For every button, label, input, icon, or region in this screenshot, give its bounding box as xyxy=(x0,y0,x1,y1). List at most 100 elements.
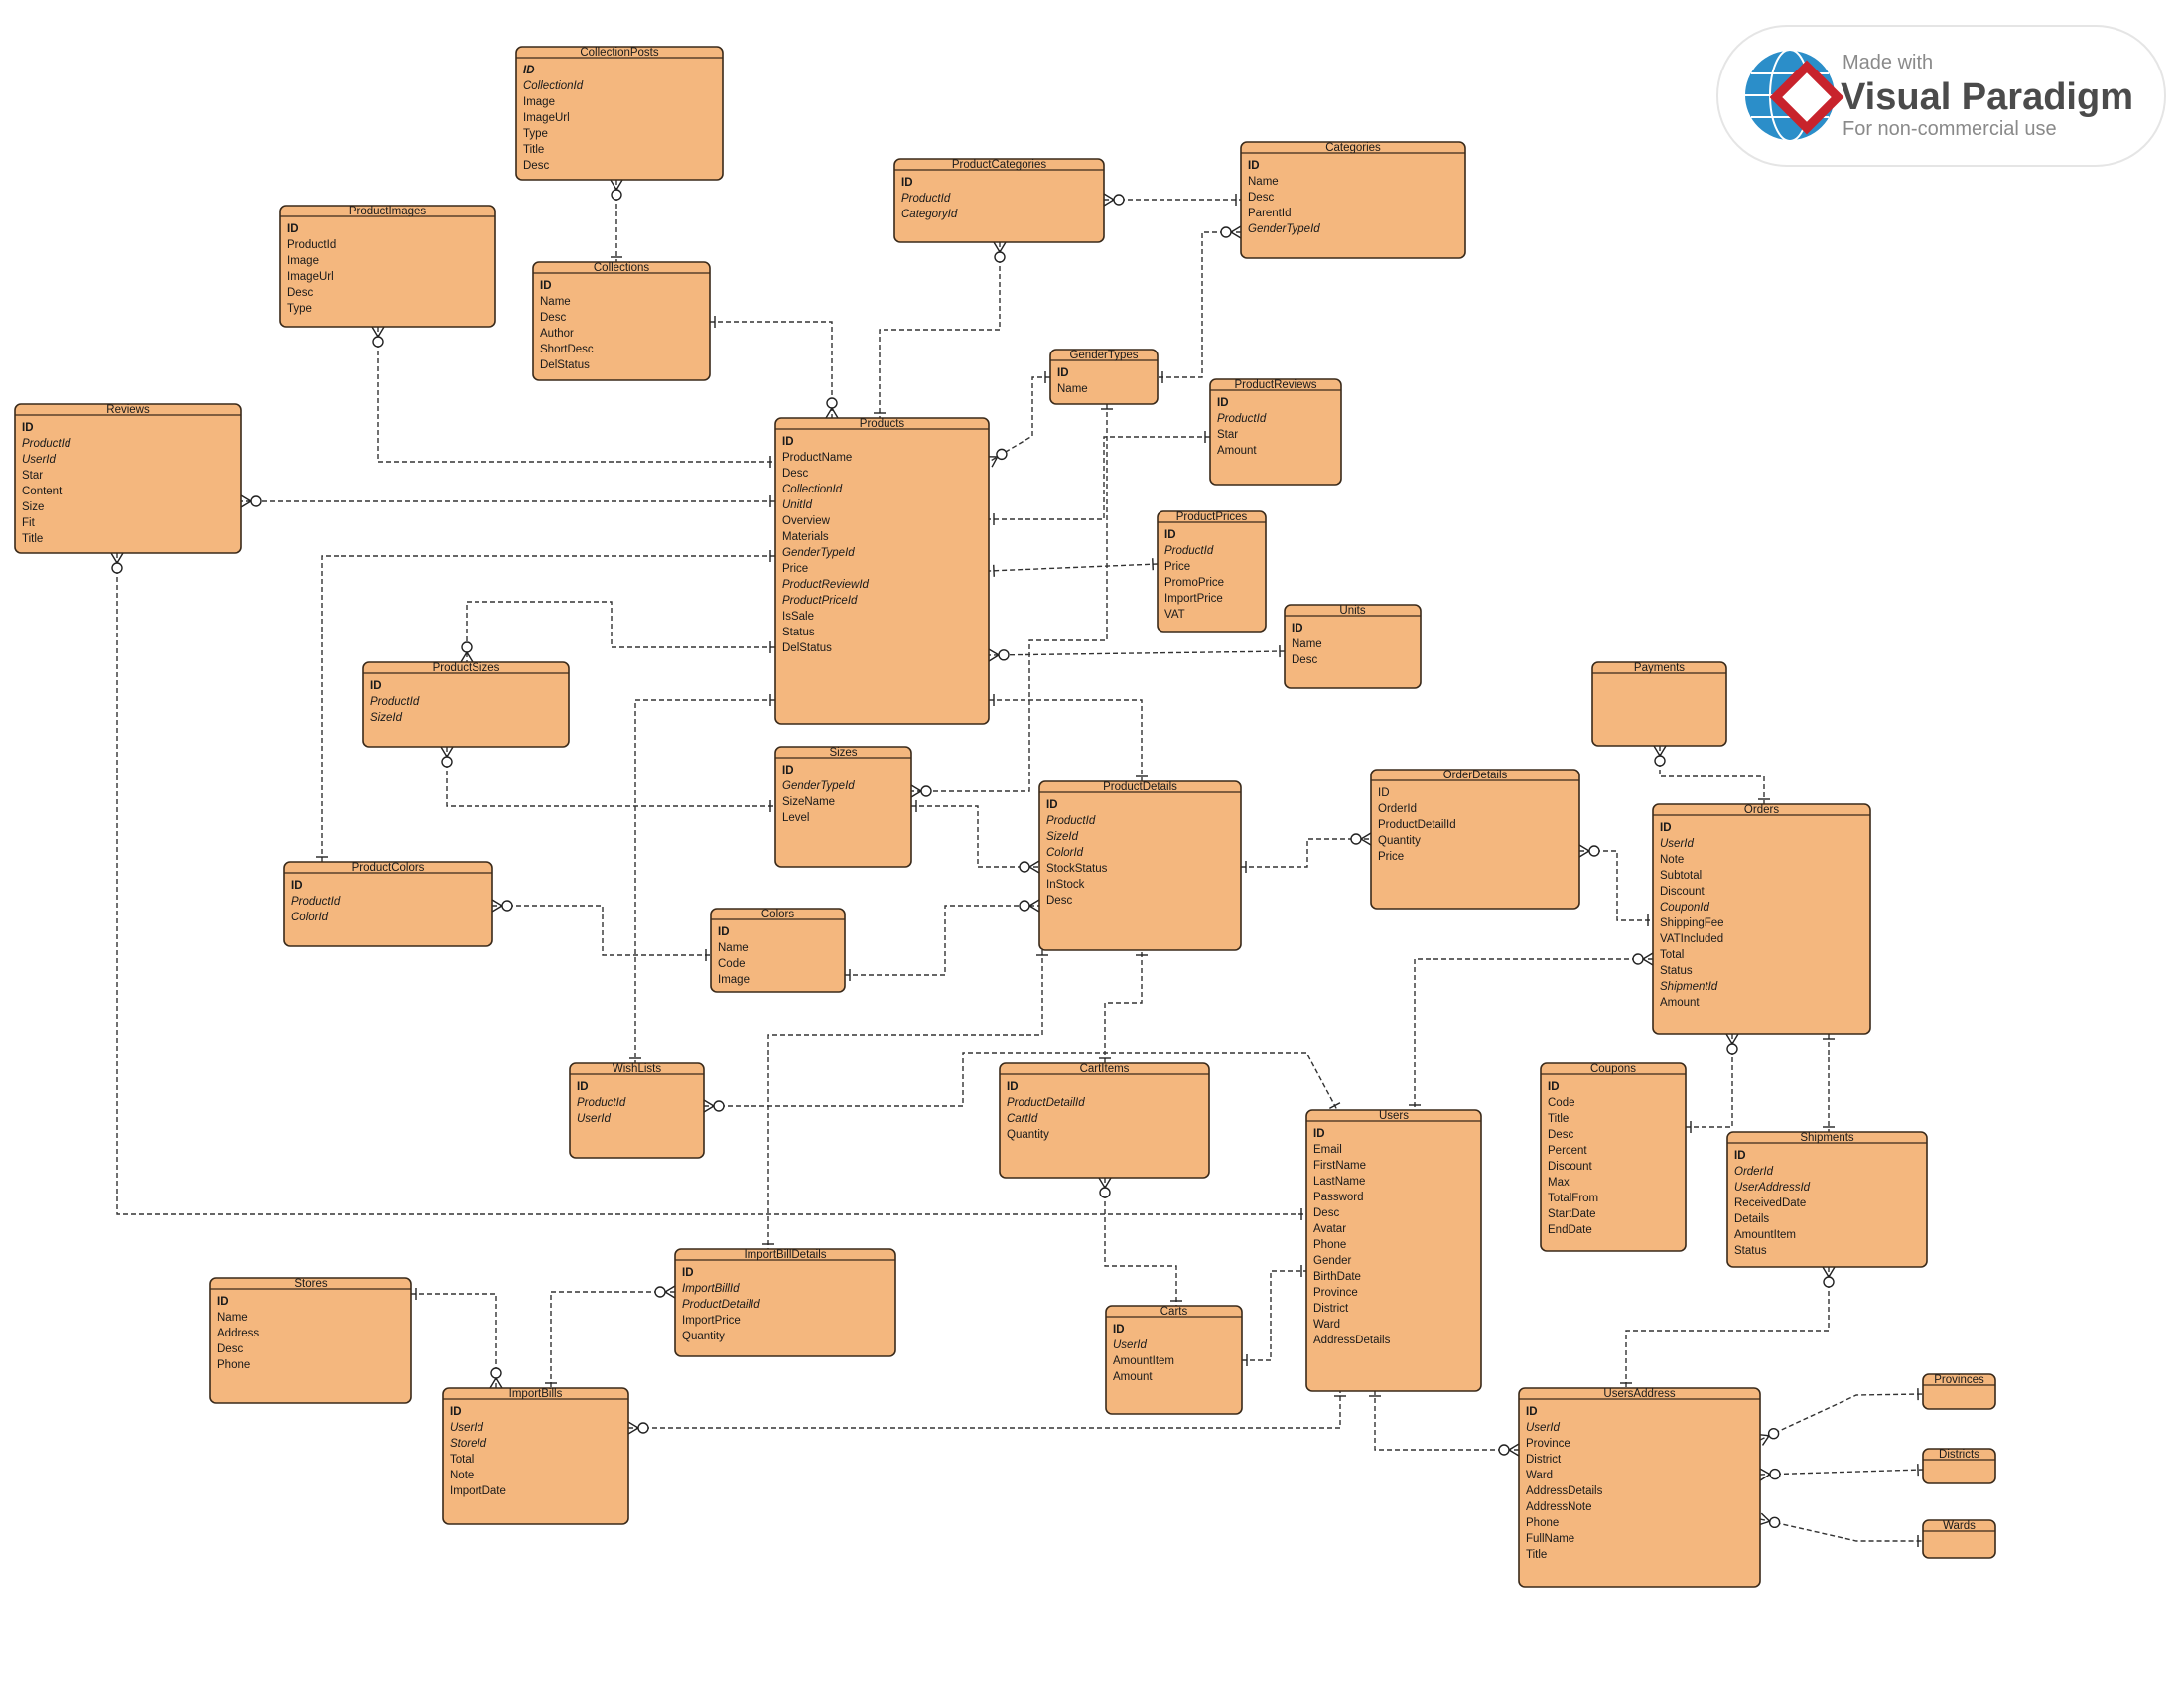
entities: CollectionPostsIDCollectionIdImageImageU… xyxy=(14,46,1996,1588)
entity-box xyxy=(1038,780,1242,951)
entity-field: ID xyxy=(1734,1150,1746,1162)
entity-box xyxy=(710,908,846,993)
entity-field: Address xyxy=(217,1328,259,1339)
entity-title: Shipments xyxy=(1800,1132,1854,1144)
entity-product-images[interactable]: ProductImagesIDProductIdImageImageUrlDes… xyxy=(279,205,496,328)
relationship-carts-users xyxy=(1242,1270,1306,1361)
entity-field: TotalFrom xyxy=(1548,1193,1598,1204)
entity-shipments[interactable]: ShipmentsIDOrderIdUserAddressIdReceivedD… xyxy=(1726,1131,1928,1268)
entity-users[interactable]: UsersIDEmailFirstNameLastNamePasswordDes… xyxy=(1305,1109,1482,1392)
entity-field: ProductId xyxy=(22,438,71,450)
relationship-usersaddress-provinces xyxy=(1759,1393,1924,1441)
entity-collections[interactable]: CollectionsIDNameDescAuthorShortDescDelS… xyxy=(532,261,711,381)
entity-field: Materials xyxy=(782,531,829,543)
entity-field: ID xyxy=(1548,1081,1560,1093)
entity-field: AmountItem xyxy=(1113,1355,1174,1367)
entity-field: ProductReviewId xyxy=(782,579,870,591)
relationship-end-wishlists-crowfoot-marker xyxy=(703,1099,725,1113)
entity-field: ProductId xyxy=(577,1097,626,1109)
watermark-badge: Made with Visual Paradigm For non-commer… xyxy=(1716,25,2166,167)
entity-field: Code xyxy=(718,958,746,970)
entity-box xyxy=(1209,378,1342,486)
visual-paradigm-logo-icon xyxy=(1743,49,1844,142)
relationship-line xyxy=(634,699,775,1063)
relationship-end-usersaddress-crowfoot-marker xyxy=(1757,1427,1780,1446)
entity-title: ProductCategories xyxy=(952,159,1046,171)
entity-field: ID xyxy=(1660,822,1672,834)
entity-provinces[interactable]: Provinces xyxy=(1922,1373,1996,1410)
entity-payments[interactable]: Payments xyxy=(1591,661,1727,747)
entity-field: ProductId xyxy=(1164,545,1214,557)
entity-field: ID xyxy=(1378,787,1390,799)
entity-box xyxy=(774,746,912,868)
entity-product-details[interactable]: ProductDetailsIDProductIdSizeIdColorIdSt… xyxy=(1038,780,1242,951)
entity-collection-posts[interactable]: CollectionPostsIDCollectionIdImageImageU… xyxy=(515,46,724,181)
entity-field: Desc xyxy=(1248,192,1274,204)
entity-field: Star xyxy=(1217,429,1238,441)
entity-field: BirthDate xyxy=(1313,1271,1361,1283)
entity-box xyxy=(14,403,242,554)
entity-import-bill-details[interactable]: ImportBillDetailsIDImportBillIdProductDe… xyxy=(674,1248,896,1357)
entity-title: Districts xyxy=(1939,1449,1979,1461)
entity-field: UserAddressId xyxy=(1734,1182,1811,1194)
entity-field: Amount xyxy=(1660,997,1700,1009)
entity-products[interactable]: ProductsIDProductNameDescCollectionIdUni… xyxy=(774,417,990,725)
entity-field: OrderId xyxy=(1378,803,1417,815)
entity-box xyxy=(1049,349,1159,405)
entity-order-details[interactable]: OrderDetailsIDOrderIdProductDetailIdQuan… xyxy=(1370,769,1580,910)
entity-reviews[interactable]: ReviewsIDProductIdUserIdStarContentSizeF… xyxy=(14,403,242,554)
relationship-line xyxy=(1659,746,1765,804)
entity-districts[interactable]: Districts xyxy=(1922,1448,1996,1484)
relationship-units-products xyxy=(988,650,1286,656)
entity-orders[interactable]: OrdersIDUserIdNoteSubtotalDiscountCoupon… xyxy=(1652,803,1871,1035)
entity-field: Size xyxy=(22,501,44,513)
relationship-productdetails-sizes xyxy=(911,805,1039,868)
entity-product-prices[interactable]: ProductPricesIDProductIdPricePromoPriceI… xyxy=(1157,510,1267,633)
entity-field: UserId xyxy=(1113,1339,1147,1351)
entity-field: Email xyxy=(1313,1144,1342,1156)
entity-field: AddressDetails xyxy=(1313,1335,1391,1346)
entity-field: ID xyxy=(1217,397,1229,409)
entity-field: ImportPrice xyxy=(1164,593,1223,605)
relationship-line xyxy=(704,1052,1338,1111)
relationship-productdetails-products xyxy=(989,699,1143,781)
entity-field: Details xyxy=(1734,1213,1769,1225)
entity-wards[interactable]: Wards xyxy=(1922,1519,1996,1559)
entity-field: CollectionId xyxy=(523,80,584,92)
entity-field: Amount xyxy=(1113,1371,1153,1383)
entity-field: IsSale xyxy=(782,611,814,623)
relationship-productdetails-colors xyxy=(845,905,1039,976)
entity-box xyxy=(442,1387,629,1525)
entity-box xyxy=(1652,803,1871,1035)
entity-field: Status xyxy=(782,627,815,638)
relationship-line xyxy=(988,563,1159,572)
entity-box xyxy=(1157,510,1267,633)
entity-title: Collections xyxy=(594,262,649,274)
relationship-end-products-crowfoot-marker xyxy=(985,448,1008,468)
relationship-line xyxy=(710,321,833,418)
entity-coupons[interactable]: CouponsIDCodeTitleDescPercentDiscountMax… xyxy=(1540,1062,1687,1252)
entity-users-address[interactable]: UsersAddressIDUserIdProvinceDistrictWard… xyxy=(1518,1387,1761,1588)
entity-box xyxy=(1284,604,1422,689)
entity-field: AmountItem xyxy=(1734,1229,1796,1241)
relationship-reviews-users xyxy=(116,553,1306,1215)
entity-field: Desc xyxy=(523,160,549,172)
entity-title: GenderTypes xyxy=(1069,350,1138,361)
relationship-end-categories-crowfoot-marker xyxy=(1220,225,1242,239)
entity-import-bills[interactable]: ImportBillsIDUserIdStoreIdTotalNoteImpor… xyxy=(442,1387,629,1525)
relationship-line xyxy=(466,601,775,662)
relationship-line xyxy=(1579,850,1653,921)
